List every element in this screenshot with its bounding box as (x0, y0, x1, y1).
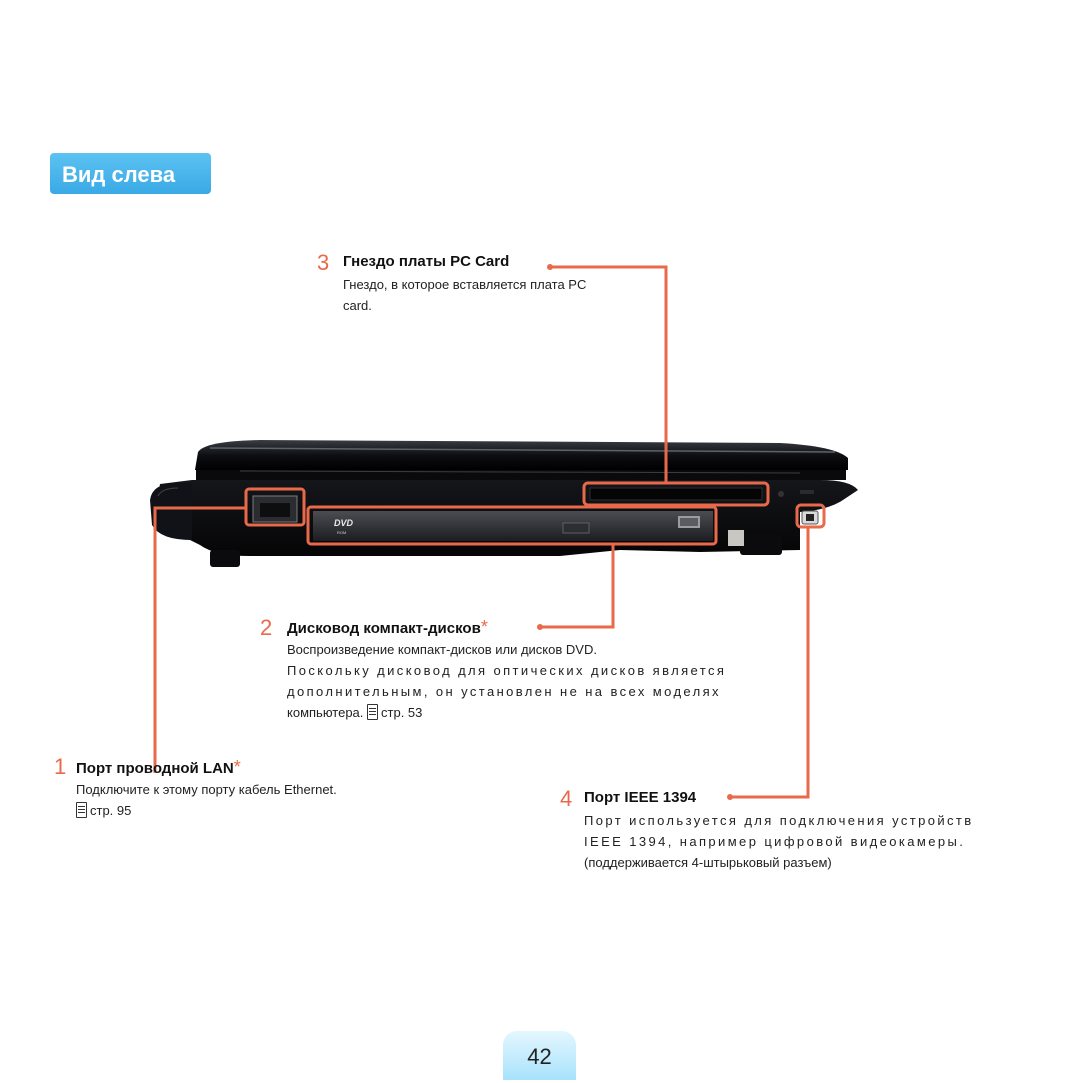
optical-description-line3: дополнительным, он установлен не на всех… (287, 684, 721, 699)
dvd-logo-sub: ROM (337, 530, 346, 535)
ieee-description: Порт используется для подключения устрой… (584, 810, 1014, 873)
laptop-lid (195, 440, 848, 470)
pc-card-slot-highlight (582, 481, 770, 507)
pc-card-number: 3 (317, 250, 330, 275)
ieee-leader-line (730, 527, 810, 799)
optical-asterisk: * (480, 617, 488, 637)
pc-card-description: Гнездо, в которое вставляется плата PC c… (343, 274, 663, 316)
pc-card-description-line1: Гнездо, в которое вставляется плата PC (343, 277, 587, 292)
optical-drive (313, 511, 713, 541)
pc-card-leader-line (550, 265, 668, 483)
optical-number: 2 (260, 615, 273, 640)
ieee-title: Порт IEEE 1394 (584, 789, 697, 806)
lan-asterisk: * (233, 757, 241, 777)
lan-title-row: Порт проводной LAN* (76, 758, 241, 778)
ieee-description-line3: (поддерживается 4-штырьковый разъем) (584, 855, 832, 870)
optical-description-line2: Поскольку дисковод для оптических дисков… (287, 663, 727, 678)
section-title: Вид слева (50, 153, 211, 194)
optical-drive-highlight (306, 505, 718, 546)
ieee-number: 4 (560, 786, 573, 811)
lan-page-reference[interactable]: стр. 95 (90, 803, 132, 818)
pc-card-title: Гнездо платы PC Card (343, 253, 510, 270)
lan-number: 1 (54, 754, 67, 779)
pc-card-description-line2: card. (343, 298, 372, 313)
lan-description: Подключите к этому порту кабель Ethernet… (76, 779, 436, 821)
optical-title: Дисковод компакт-дисков (287, 620, 481, 637)
optical-title-row: Дисковод компакт-дисков* (287, 618, 488, 638)
page-number-badge: 42 (503, 1031, 576, 1080)
lan-description-line1: Подключите к этому порту кабель Ethernet… (76, 782, 337, 797)
page-reference-icon (76, 802, 87, 818)
optical-description-line4-text: компьютера. (287, 705, 364, 720)
ieee-description-line1: Порт используется для подключения устрой… (584, 813, 974, 828)
optical-leader-line (540, 544, 615, 629)
lan-leader-line (153, 506, 246, 773)
lan-description-line2: стр. 95 (76, 800, 436, 821)
optical-description-line1: Воспроизведение компакт-дисков или диско… (287, 642, 597, 657)
lan-title: Порт проводной LAN (76, 760, 234, 777)
dvd-logo: DVD (334, 518, 354, 528)
pc-card-slot (589, 487, 763, 501)
ieee1394-port-highlight (795, 503, 826, 529)
ieee-description-line2: IEEE 1394, например цифровой видеокамеры… (584, 834, 966, 849)
optical-page-reference[interactable]: стр. 53 (381, 705, 423, 720)
optical-description-line4: компьютера. стр. 53 (287, 702, 757, 723)
optical-description: Воспроизведение компакт-дисков или диско… (287, 639, 757, 723)
page-reference-icon (367, 704, 379, 720)
